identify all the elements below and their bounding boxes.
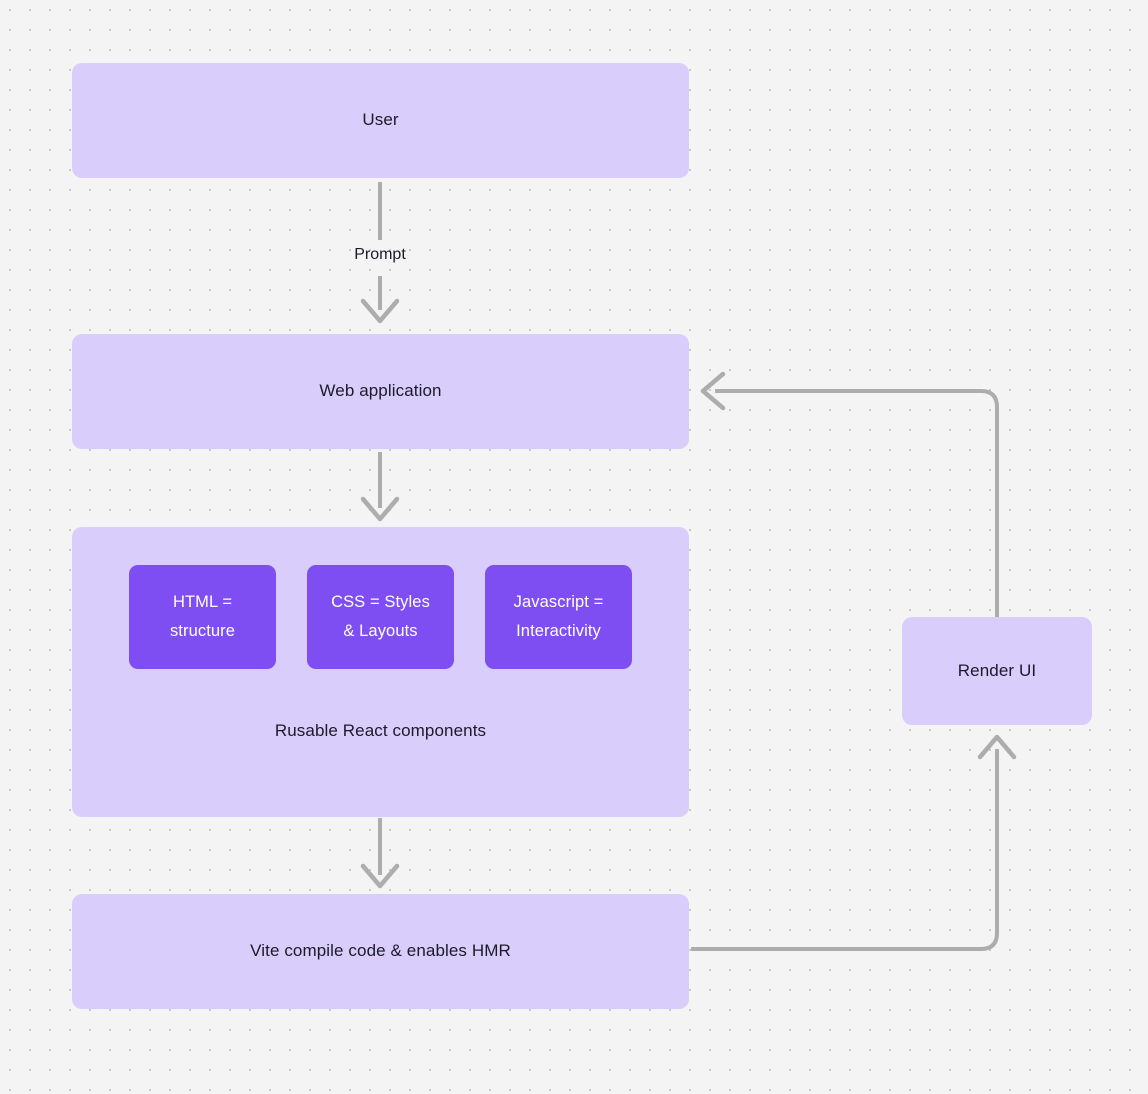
node-components-group[interactable]: HTML = structure CSS = Styles & Layouts … [72, 527, 689, 817]
edge-user-to-web-arrowhead [360, 298, 400, 324]
edge-vite-to-render-line [691, 749, 999, 951]
node-css-chip-line1: CSS = Styles [331, 593, 430, 612]
node-html-chip-line2: structure [169, 622, 236, 640]
edge-label-prompt-text: Prompt [354, 246, 406, 263]
node-components-group-caption: Rusable React components [72, 719, 689, 744]
node-user-label: User [362, 110, 399, 130]
chip-row: HTML = structure CSS = Styles & Layouts … [72, 527, 689, 669]
node-render-ui-label: Render UI [957, 660, 1037, 680]
edge-components-to-vite-arrowhead [360, 863, 400, 889]
node-css-chip-line2: & Layouts [343, 622, 418, 640]
node-render-ui[interactable]: Render UI [902, 617, 1092, 725]
node-user[interactable]: User [72, 63, 689, 178]
node-web-application-label: Web application [319, 381, 442, 401]
node-js-chip-line1: Javascript = [513, 593, 604, 612]
node-css-chip[interactable]: CSS = Styles & Layouts [307, 565, 454, 669]
edge-render-to-web-arrowhead [700, 371, 726, 411]
node-js-chip[interactable]: Javascript = Interactivity [485, 565, 632, 669]
edge-web-to-components-arrowhead [360, 496, 400, 522]
node-vite[interactable]: Vite compile code & enables HMR [72, 894, 689, 1009]
node-js-chip-line2: Interactivity [516, 622, 601, 640]
node-vite-label: Vite compile code & enables HMR [250, 941, 511, 961]
node-components-group-caption-text: Rusable React components [274, 721, 487, 740]
edge-label-prompt: Prompt [330, 246, 430, 264]
node-html-chip[interactable]: HTML = structure [129, 565, 276, 669]
edge-vite-to-render-arrowhead [977, 734, 1017, 760]
node-html-chip-line1: HTML = [172, 593, 233, 612]
edge-render-to-web-line [715, 389, 999, 617]
node-web-application[interactable]: Web application [72, 334, 689, 449]
